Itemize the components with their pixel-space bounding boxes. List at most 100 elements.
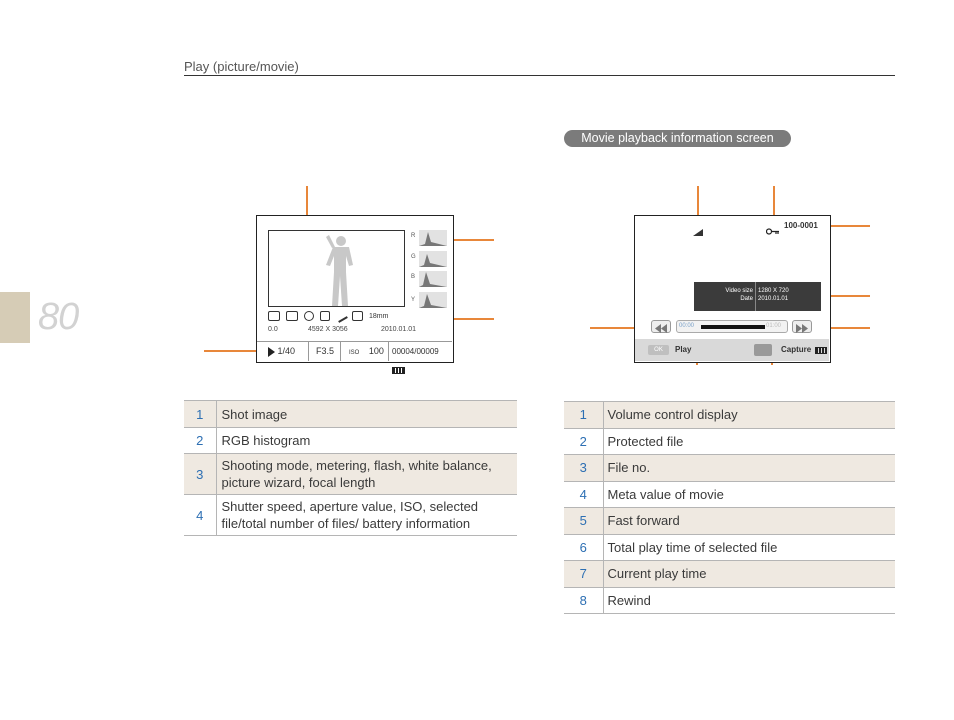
focal-length: 18mm (369, 312, 389, 320)
movie-info-table: 1 Volume control display 2 Protected fil… (564, 401, 895, 614)
row-description: File no. (603, 454, 895, 482)
fast-forward-button[interactable] (792, 320, 812, 333)
histogram-y (419, 292, 447, 308)
table-row: 3 Shooting mode, metering, flash, white … (184, 453, 517, 495)
leader-line-rewind (590, 327, 650, 329)
shutter-cell: 1/40 (257, 342, 309, 361)
title-rule (184, 75, 895, 76)
table-row: 3 File no. (564, 454, 895, 482)
play-icon (268, 346, 275, 357)
fast-forward-icon (796, 324, 808, 333)
table-row: 8 Rewind (564, 587, 895, 614)
table-row: 2 RGB histogram (184, 427, 517, 454)
row-number: 3 (184, 453, 217, 495)
image-stabilizer-icon (352, 311, 363, 321)
shot-date: 2010.01.01 (381, 326, 417, 333)
exposure-info-bar: 1/40 F3.5 ISO 100 00004/00009 (257, 341, 452, 375)
shooting-icons-row: 18mm (268, 309, 389, 323)
volume-icon (693, 223, 703, 236)
row-number: 1 (564, 401, 604, 429)
play-label: Play (675, 345, 692, 354)
page-tab (0, 292, 30, 343)
movie-section-label: Movie playback information screen (564, 130, 791, 147)
row-number: 8 (564, 587, 604, 614)
row-description: Shot image (216, 400, 517, 428)
file-count-cell: 00004/00009 (389, 342, 452, 375)
exposure-value: 0.0 (268, 326, 278, 333)
histogram-label-y: Y (411, 297, 416, 303)
protect-key-icon (765, 222, 779, 235)
aperture-value: F3.5 (309, 342, 341, 361)
white-balance-icon (320, 311, 330, 321)
section-title: Play (picture/movie) (184, 59, 299, 74)
iso-value: 100 (368, 346, 384, 356)
movie-control-bar: OK Play Capture (635, 339, 829, 361)
row-number: 4 (184, 494, 217, 536)
histogram-label-r: R (411, 233, 416, 239)
picture-wizard-icon (334, 309, 348, 323)
movie-playback-screen: 100-0001 Video size Date 1280 X 720 2010… (634, 215, 831, 363)
table-row: 6 Total play time of selected file (564, 534, 895, 561)
date-label: Date (740, 296, 753, 302)
row-number: 7 (564, 560, 604, 588)
video-size-label: Video size (725, 288, 753, 294)
rewind-button[interactable] (651, 320, 671, 333)
shot-image (268, 230, 405, 307)
histogram-r (419, 230, 447, 246)
row-description: Protected file (603, 428, 895, 455)
page-number: 80 (38, 296, 79, 338)
person-silhouette-icon (326, 235, 353, 306)
row-number: 2 (184, 427, 217, 454)
row-description: Shooting mode, metering, flash, white ba… (216, 453, 517, 495)
histogram-label-b: B (411, 274, 416, 280)
file-number: 100-0001 (784, 221, 818, 230)
total-play-time: 01:00 (766, 323, 782, 329)
row-number: 6 (564, 534, 604, 561)
leader-line-shot-image (306, 186, 308, 230)
row-description: Rewind (603, 587, 895, 614)
photo-info-table: 1 Shot image 2 RGB histogram 3 Shooting … (184, 400, 517, 536)
row-description: RGB histogram (216, 427, 517, 454)
shutter-speed: 1/40 (277, 346, 296, 356)
row-number: 5 (564, 507, 604, 535)
date-value: 2010.01.01 (758, 296, 789, 302)
histogram-label-g: G (411, 254, 416, 260)
battery-icon (815, 347, 827, 354)
movie-meta-box: Video size Date 1280 X 720 2010.01.01 (694, 282, 821, 311)
row-description: Meta value of movie (603, 481, 895, 508)
ok-button[interactable]: OK (648, 345, 669, 355)
row-number: 3 (564, 454, 604, 482)
leader-line-shooting-info (414, 318, 494, 320)
table-row: 5 Fast forward (564, 507, 895, 535)
histogram-g (419, 251, 447, 267)
table-row: 4 Meta value of movie (564, 481, 895, 508)
leader-line-protected (773, 186, 775, 218)
leader-line-fast-forward (812, 327, 870, 329)
image-resolution: 4592 X 3056 (308, 326, 348, 333)
leader-line-file-no (824, 225, 870, 227)
leader-line-exposure-info (204, 350, 260, 352)
iso-cell: ISO 100 (341, 342, 389, 361)
row-description: Shutter speed, aperture value, ISO, sele… (216, 494, 517, 536)
photo-playback-screen: R G B Y 18mm 0.0 4592 X 3056 2010.01.01 … (256, 215, 454, 375)
capture-button-icon[interactable] (754, 344, 772, 356)
row-description: Total play time of selected file (603, 534, 895, 561)
rewind-icon (655, 324, 667, 333)
row-number: 1 (184, 400, 217, 428)
progress-track (701, 325, 765, 329)
leader-line-histogram (450, 239, 494, 241)
iso-label: ISO (349, 350, 360, 356)
metering-icon (286, 311, 298, 321)
current-play-time: 00:00 (679, 323, 695, 329)
table-row: 7 Current play time (564, 560, 895, 588)
row-description: Current play time (603, 560, 895, 588)
flash-icon (304, 311, 314, 321)
video-size-value: 1280 X 720 (758, 288, 789, 294)
table-row: 1 Volume control display (564, 401, 895, 429)
histogram-b (419, 271, 447, 287)
capture-label: Capture (781, 345, 812, 354)
row-number: 2 (564, 428, 604, 455)
leader-line-meta (802, 295, 870, 297)
file-count: 00004/00009 (392, 347, 439, 356)
progress-bar[interactable]: 00:00 01:00 (676, 320, 788, 333)
